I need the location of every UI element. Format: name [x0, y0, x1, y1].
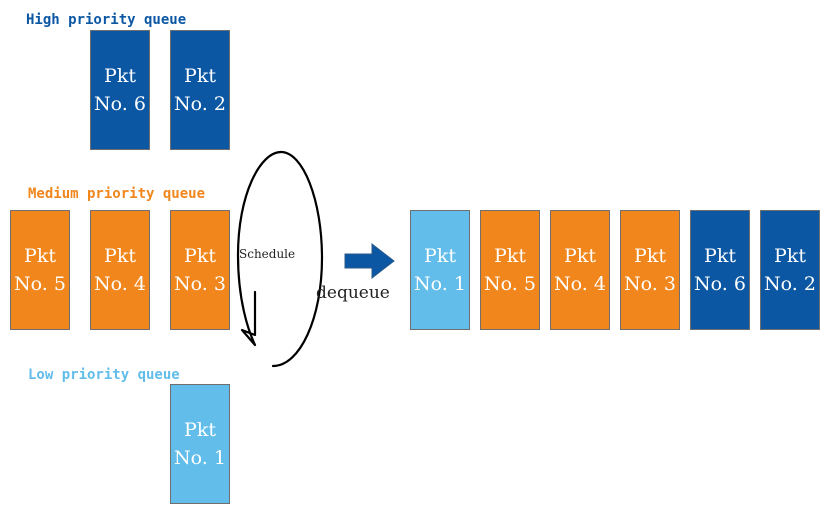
- packet-number: No. 3: [174, 273, 226, 295]
- packet-label: Pkt: [424, 245, 456, 267]
- packet-number: No. 2: [764, 273, 816, 295]
- packet-number: No. 4: [94, 273, 146, 295]
- packet-label: Pkt: [704, 245, 736, 267]
- packet-number: No. 1: [414, 273, 466, 295]
- packet-number: No. 1: [174, 447, 226, 469]
- high-priority-queue-label: High priority queue: [26, 12, 187, 28]
- packet-number: No. 4: [554, 273, 606, 295]
- dequeue-label: dequeue: [316, 283, 390, 303]
- output-packet: Pkt No. 6: [690, 210, 750, 330]
- packet-label: Pkt: [104, 65, 136, 87]
- low-queue-packet: Pkt No. 1: [170, 384, 230, 504]
- packet-label: Pkt: [104, 245, 136, 267]
- packet-label: Pkt: [184, 65, 216, 87]
- packet-number: No. 3: [624, 273, 676, 295]
- output-packet: Pkt No. 5: [480, 210, 540, 330]
- packet-label: Pkt: [24, 245, 56, 267]
- packet-label: Pkt: [564, 245, 596, 267]
- packet-label: Pkt: [774, 245, 806, 267]
- schedule-loop-icon: [236, 150, 324, 368]
- packet-number: No. 6: [94, 93, 146, 115]
- schedule-label: Schedule: [239, 247, 296, 261]
- packet-label: Pkt: [634, 245, 666, 267]
- output-packet: Pkt No. 3: [620, 210, 680, 330]
- medium-queue-packet: Pkt No. 4: [90, 210, 150, 330]
- packet-label: Pkt: [184, 419, 216, 441]
- packet-number: No. 2: [174, 93, 226, 115]
- medium-queue-packet: Pkt No. 5: [10, 210, 70, 330]
- packet-number: No. 6: [694, 273, 746, 295]
- packet-label: Pkt: [184, 245, 216, 267]
- low-priority-queue-label: Low priority queue: [28, 367, 180, 383]
- packet-number: No. 5: [14, 273, 66, 295]
- high-queue-packet: Pkt No. 6: [90, 30, 150, 150]
- high-queue-packet: Pkt No. 2: [170, 30, 230, 150]
- medium-queue-packet: Pkt No. 3: [170, 210, 230, 330]
- medium-priority-queue-label: Medium priority queue: [28, 186, 206, 202]
- output-packet: Pkt No. 2: [760, 210, 820, 330]
- output-packet: Pkt No. 1: [410, 210, 470, 330]
- output-packet: Pkt No. 4: [550, 210, 610, 330]
- packet-number: No. 5: [484, 273, 536, 295]
- packet-label: Pkt: [494, 245, 526, 267]
- dequeue-arrow-icon: [344, 242, 395, 280]
